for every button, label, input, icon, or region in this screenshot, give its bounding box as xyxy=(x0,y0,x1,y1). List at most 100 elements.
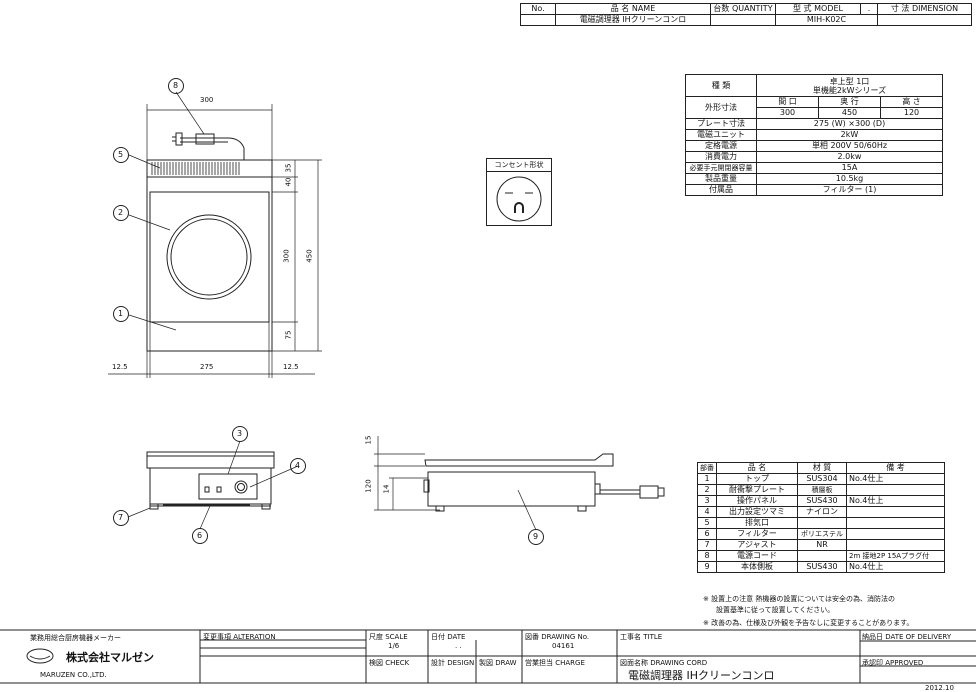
dim-bottom-right: 12.5 xyxy=(283,363,299,371)
cell: 9 xyxy=(697,561,717,573)
balloon-9: 9 xyxy=(533,532,539,541)
outlet-symbol-icon xyxy=(496,176,542,222)
cell: 耐衝撃プレート xyxy=(716,484,798,496)
outlet-box: コンセント形状 xyxy=(486,158,552,226)
balloon-3: 3 xyxy=(237,429,243,438)
cell: 8 xyxy=(697,550,717,562)
maker-line: 業務用総合厨房機器メーカー xyxy=(30,634,121,642)
delivery-label: 納品日 DATE OF DELIVERY xyxy=(862,633,952,641)
front-view xyxy=(127,440,299,530)
alteration-label: 変更事項 ALTERATION xyxy=(203,633,276,641)
balloon-4: 4 xyxy=(295,461,301,470)
cell: 3 xyxy=(697,495,717,507)
balloon-circles xyxy=(113,78,544,545)
parts-header: 材 質 xyxy=(797,462,847,474)
dim-side-low: 14 xyxy=(382,484,391,494)
dim-right-b: 40 xyxy=(284,177,293,187)
cell: ポリエステル xyxy=(797,528,847,540)
cell: SUS430 xyxy=(797,561,847,573)
drawing-no-value: 04161 xyxy=(552,642,575,650)
cell xyxy=(846,506,945,518)
cell: 排気口 xyxy=(716,517,798,529)
cell: 操作パネル xyxy=(716,495,798,507)
model-value: MIH-K02C xyxy=(775,14,878,26)
spec-label: 付属品 xyxy=(685,184,757,196)
draw-label: 製図 DRAW xyxy=(479,659,517,667)
cell xyxy=(846,517,945,529)
dim-side-top: 15 xyxy=(364,435,373,445)
cell: 5 xyxy=(697,517,717,529)
cell: NR xyxy=(797,539,847,551)
cell xyxy=(846,528,945,540)
cell: SUS304 xyxy=(797,473,847,485)
cell: SUS430 xyxy=(797,495,847,507)
cell: ナイロン xyxy=(797,506,847,518)
cell: 出力設定ツマミ xyxy=(716,506,798,518)
drawing-no-label: 図番 DRAWING No. xyxy=(525,633,590,641)
cell xyxy=(797,517,847,529)
balloon-6: 6 xyxy=(197,531,203,540)
top-view xyxy=(146,132,273,352)
parts-header: 品 名 xyxy=(716,462,798,474)
cord-value: 電磁調理器 IHクリーンコンロ xyxy=(628,669,775,682)
dim-bottom-mid: 275 xyxy=(200,363,214,371)
cell: 2m 接地2P 15Aプラグ付 xyxy=(846,550,945,562)
balloon-8: 8 xyxy=(173,81,179,90)
outlet-label: コンセント形状 xyxy=(487,159,551,172)
scale-value: 1/6 xyxy=(388,642,400,650)
cell: 4 xyxy=(697,506,717,518)
date-label: 日付 DATE xyxy=(431,633,466,641)
note-2: 設置基準に従って設置してください。 xyxy=(716,606,835,614)
dim-right-a: 35 xyxy=(284,163,293,173)
cell: アジャスト xyxy=(716,539,798,551)
dim-right-total: 450 xyxy=(305,249,314,263)
cell xyxy=(846,539,945,551)
dim-right-d: 75 xyxy=(284,330,293,340)
design-label: 設計 DESIGN xyxy=(431,659,475,667)
cord-label: 図面名称 DRAWING CORD xyxy=(620,659,708,667)
cell: 1 xyxy=(697,473,717,485)
balloon-2: 2 xyxy=(118,208,124,217)
date-value: . . xyxy=(455,642,462,650)
name-value: 電磁調理器 IHクリーンコンロ xyxy=(555,14,711,26)
parts-header: 部番 xyxy=(697,462,717,474)
company-jp: 株式会社マルゼン xyxy=(66,651,154,664)
scale-label: 尺度 SCALE xyxy=(369,633,408,641)
dim-side-total: 120 xyxy=(364,479,373,493)
note-3: ※ 改善の為、仕様及び外観を予告なしに変更することがあります。 xyxy=(703,619,914,627)
cell: 6 xyxy=(697,528,717,540)
cell: フィルター xyxy=(716,528,798,540)
company-en: MARUZEN CO.,LTD. xyxy=(40,671,107,679)
charge-label: 営業担当 CHARGE xyxy=(525,659,585,667)
year-label: 2012.10 xyxy=(925,684,954,692)
spec-value: フィルター (1) xyxy=(756,184,943,196)
work-label: 工事名 TITLE xyxy=(620,633,663,641)
balloon-5: 5 xyxy=(118,150,124,159)
cell: No.4仕上 xyxy=(846,473,945,485)
balloon-1: 1 xyxy=(118,309,124,318)
cell: No.4仕上 xyxy=(846,561,945,573)
cell: 7 xyxy=(697,539,717,551)
check-label: 検図 CHECK xyxy=(369,659,410,667)
balloon-7: 7 xyxy=(118,513,124,522)
cell: トップ xyxy=(716,473,798,485)
company-logo-icon xyxy=(26,648,54,664)
header-table: No. 品 名 NAME 台数 QUANTITY 型 式 MODEL . 寸 法… xyxy=(520,3,972,26)
cell: 2 xyxy=(697,484,717,496)
cell xyxy=(797,550,847,562)
cell: 積層板 xyxy=(797,484,847,496)
parts-header: 備 考 xyxy=(846,462,945,474)
cell: 本体側板 xyxy=(716,561,798,573)
approved-label: 承認印 APPROVED xyxy=(862,659,924,667)
dim-bottom-left: 12.5 xyxy=(112,363,128,371)
